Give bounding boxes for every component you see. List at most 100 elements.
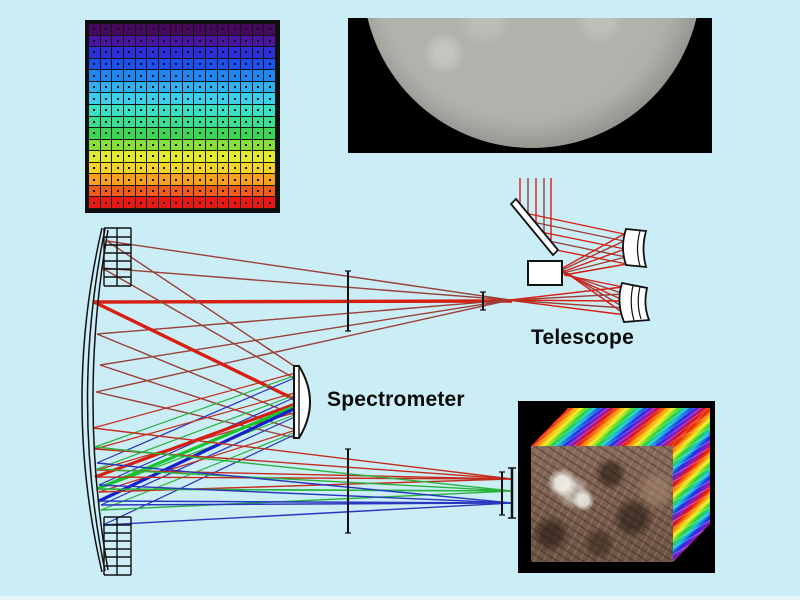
detector-pixel [100,35,113,48]
detector-pixel [159,162,171,175]
detector-pixel [135,151,148,163]
detector-pixel [240,104,253,117]
detector-pixel [100,58,113,71]
light-ray [96,299,511,335]
detector-pixel [135,162,148,175]
detector-pixel [240,162,253,175]
focal-plane-detector [508,467,516,519]
detector-pixel [182,47,195,59]
detector-pixel [240,47,253,59]
detector-pixel [124,70,136,82]
moon-image-panel [348,18,712,153]
detector-pixel [135,58,148,71]
detector-pixel [194,174,206,186]
light-ray [527,220,625,242]
detector-pixel [264,104,276,117]
detector-pixel [264,24,276,36]
detector-pixel [217,185,230,198]
detector-pixel [124,185,136,198]
detector-pixel [89,47,101,59]
detector-pixel [240,81,253,94]
detector-pixel [159,70,171,82]
detector-pixel [100,93,113,105]
detector-pixel [194,58,206,71]
detector-pixel [217,104,230,117]
detector-pixel [112,162,125,175]
detector-pixel [205,139,218,152]
detector-pixel [135,70,148,82]
detector-pixel [240,139,253,152]
detector-pixel [170,174,183,186]
detector-pixel [182,58,195,71]
light-ray [98,484,513,504]
detector-pixel [194,104,206,117]
detector-pixel [135,128,148,140]
detector-pixel [194,139,206,152]
detector-pixel [194,162,206,175]
detector-pixel [89,197,101,209]
detector-pixel [135,93,148,105]
detector-pixel [135,35,148,48]
detector-pixel [135,174,148,186]
detector-pixel [240,151,253,163]
detector-pixel [170,24,183,36]
light-ray [100,431,297,511]
light-ray [100,490,513,511]
detector-pixel [159,151,171,163]
detector-pixel [194,24,206,36]
detector-pixel [217,116,230,129]
detector-pixel [159,24,171,36]
detector-pixel [124,151,136,163]
detector-pixel [182,197,195,209]
detector-pixel [229,197,241,209]
detector-pixel [194,185,206,198]
detector-pixel [135,47,148,59]
light-ray [96,468,513,492]
detector-pixel [170,81,183,94]
detector-pixel [240,70,253,82]
detector-pixel [240,185,253,198]
detector-pixel [205,116,218,129]
detector-pixel [100,197,113,209]
grating-lens-element [293,365,311,439]
detector-pixel [112,116,125,129]
detector-pixel [252,24,265,36]
detector-pixel [252,151,265,163]
light-ray [101,267,511,301]
light-ray [94,391,299,450]
light-ray [96,333,298,417]
detector-pixel [135,139,148,152]
mirror-top-mount [103,227,132,287]
detector-pixel [112,104,125,117]
detector-pixel [229,162,241,175]
detector-pixel [112,93,125,105]
detector-pixel [217,81,230,94]
detector-pixel [229,151,241,163]
light-ray [491,286,624,303]
detector-pixel [240,58,253,71]
detector-pixel [135,24,148,36]
light-ray [102,502,513,526]
detector-pixel [217,70,230,82]
detector-pixel [264,116,276,129]
detector-pixel [89,139,101,152]
detector-pixel [182,151,195,163]
spectrometer-label: Spectrometer [327,388,465,411]
detector-pixel [205,70,218,82]
detector-pixel [89,93,101,105]
detector-pixel [112,185,125,198]
detector-pixel [252,47,265,59]
light-ray [519,211,625,235]
detector-pixel [194,151,206,163]
light-ray [101,267,300,382]
primary-curved-mirror [81,227,109,573]
light-ray [560,233,625,270]
detector-pixel [170,58,183,71]
bottom-edge-strip [0,596,800,600]
detector-pixel [112,24,125,36]
detector-pixel [89,151,101,163]
detector-pixel [252,197,265,209]
detector-pixel [182,93,195,105]
telescope-secondary-mirror [622,228,648,269]
light-ray [535,230,626,250]
